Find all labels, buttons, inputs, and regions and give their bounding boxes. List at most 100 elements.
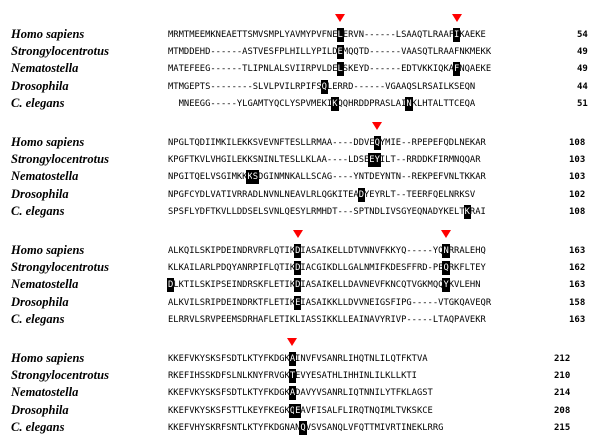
- species-label: Homo sapiens: [11, 27, 85, 41]
- sequence-text: MNEEGG-----YLGAMTYQCLYSPVMEKIKQQHRDDPRAS…: [178, 96, 476, 111]
- species-label: Drosophila: [11, 186, 69, 201]
- highlighted-residue: Y: [373, 153, 381, 168]
- sequence-text: KKEFVKYSKSFSDTLKTYFKDGKADAVYVSANRLIQTNNI…: [168, 386, 433, 401]
- alignment-row: C. elegans MNEEGG-----YLGAMTYQCLYSPVMEKI…: [0, 95, 600, 111]
- residue-count: 102: [569, 189, 586, 200]
- species-label: Drosophila: [11, 402, 69, 417]
- species-label: Nematostella: [11, 385, 79, 400]
- alignment-row: Homo sapiens KKEFVKYSKSFSDTLKTYFKDGKAINVF…: [0, 351, 600, 366]
- alignment-row: Homo sapiens MRMTMEEMKNEAETTSMVSMPLYAVMYP…: [0, 27, 600, 42]
- residue-count: 49: [577, 64, 588, 75]
- highlighted-residue: E: [336, 45, 344, 60]
- highlighted-residue: Q: [373, 136, 381, 150]
- residue-count: 103: [569, 172, 586, 183]
- highlighted-residue: Q: [299, 420, 307, 435]
- species-label: Homo sapiens: [11, 243, 85, 257]
- highlighted-residue: D: [294, 244, 302, 258]
- highlighted-residue: K: [331, 96, 339, 111]
- residue-count: 49: [577, 47, 588, 58]
- highlighted-residue: E: [368, 153, 376, 168]
- highlighted-residue: D: [294, 261, 302, 276]
- alignment-row: Strongylocentrotus MTMDDEHD------ASTVESFP…: [0, 44, 600, 60]
- highlighted-residue: Q: [442, 261, 450, 276]
- highlighted-residue: Q: [288, 403, 297, 418]
- red-triangle-marker-icon: [287, 338, 298, 346]
- species-label: Drosophila: [11, 294, 69, 309]
- species-label: Strongylocentrotus: [11, 44, 109, 59]
- highlighted-residue: K: [246, 170, 254, 185]
- sequence-text: KKEFVKYSKSFSDTLKTYFKDGKAINVFVSANRLIHQTNL…: [168, 352, 428, 366]
- highlighted-residue: E: [294, 403, 302, 418]
- species-label: Strongylocentrotus: [11, 260, 109, 275]
- highlighted-residue: S: [251, 170, 260, 185]
- species-label: Homo sapiens: [11, 351, 85, 365]
- residue-count: 158: [569, 297, 586, 308]
- species-label: C. elegans: [11, 203, 65, 218]
- residue-count: 108: [569, 206, 586, 217]
- highlighted-residue: Y: [442, 278, 450, 293]
- alignment-row: Nematostella MATEFEEG------TLIPNLALSVIIRP…: [0, 61, 600, 77]
- sequence-text: MATEFEEG------TLIPNLALSVIIRPVLDELSKEYD--…: [168, 62, 492, 77]
- highlighted-residue: Q: [320, 79, 328, 94]
- alignment-row: Drosophila KKEFVKYSKSFSTTLKEYFKEGKQEAVFIS…: [0, 402, 600, 418]
- sequence-text: RKEFIHSSKDFSLNLKNYFRVGKTEVYESATHLIHHINLI…: [168, 369, 417, 384]
- highlighted-residue: D: [294, 278, 302, 293]
- residue-count: 103: [569, 155, 586, 166]
- sequence-text: KKEFVHYSKRFSNTLKTYFKDGNANQVSVSANQLVFQTTM…: [168, 420, 444, 435]
- residue-count: 44: [577, 81, 588, 92]
- sequence-text: ALKQILSKIPDEINDRVRFLQTIKDIASAIKELLDTVNNV…: [168, 244, 486, 258]
- highlighted-residue: I: [452, 28, 461, 42]
- species-label: C. elegans: [11, 419, 65, 434]
- sequence-text: MRMTMEEMKNEAETTSMVSMPLYAVMYPVFNELERVN---…: [168, 28, 486, 42]
- alignment-row: Strongylocentrotus RKEFIHSSKDFSLNLKNYFRVG…: [0, 368, 600, 384]
- highlighted-residue: A: [288, 386, 297, 401]
- residue-count: 212: [554, 354, 571, 364]
- highlighted-residue: D: [357, 187, 366, 202]
- residue-count: 162: [569, 263, 586, 274]
- residue-count: 215: [554, 422, 571, 433]
- sequence-text: DLKTILSKIPSEINDRSKFLETIKDIASAIKELLDAVNEV…: [166, 278, 481, 293]
- species-label: C. elegans: [11, 95, 65, 110]
- residue-count: 163: [569, 314, 586, 325]
- alignment-row: C. elegans ELRRVLSRVPEEMSDRHAFLETIKLIASSI…: [0, 311, 600, 326]
- alignment-row: Nematostella DLKTILSKIPSEINDRSKFLETIKDIAS…: [0, 277, 600, 293]
- alignment-row: C. elegans KKEFVHYSKRFSNTLKTYFKDGNANQVSVS…: [0, 419, 600, 435]
- residue-count: 51: [577, 98, 588, 109]
- residue-count: 54: [577, 30, 588, 40]
- alignment-row: Drosophila NPGFCYDLVATIVRRADLNVNLNEAVLRLQ…: [0, 186, 600, 202]
- residue-count: 210: [554, 371, 571, 382]
- highlighted-residue: F: [452, 62, 461, 77]
- red-triangle-marker-icon: [335, 14, 346, 22]
- sequence-text: NPGITQELVSGIMKKKSDGINMNKALLSCAG----YNTDE…: [168, 170, 486, 185]
- sequence-text: MTMGEPTS--------SLVLPVILRPIFSQLERRD-----…: [168, 79, 476, 94]
- species-label: C. elegans: [11, 311, 65, 326]
- species-label: Strongylocentrotus: [11, 368, 109, 383]
- residue-count: 208: [554, 405, 571, 416]
- sequence-text: MTMDDEHD------ASTVESFPLHILLYPILDEMQQTD--…: [168, 45, 492, 60]
- alignment-row: C. elegans SPSFLYDFTKVLLDDSELSVNLQESYLRMH…: [0, 203, 600, 219]
- sequence-text: NPGFCYDLVATIVRRADLNVNLNEAVLRLQGKITEADYEY…: [168, 187, 476, 202]
- highlighted-residue: E: [294, 295, 302, 310]
- sequence-text: KKEFVKYSKSFSTTLKEYFKEGKQEAVFISALFLIRQTNQ…: [168, 403, 433, 418]
- species-label: Nematostella: [11, 61, 79, 76]
- species-label: Nematostella: [11, 277, 79, 292]
- highlighted-residue: A: [288, 352, 297, 366]
- species-label: Strongylocentrotus: [11, 152, 109, 167]
- highlighted-residue: L: [336, 62, 344, 77]
- highlighted-residue: N: [442, 244, 450, 258]
- highlighted-residue: D: [166, 278, 175, 293]
- residue-count: 108: [569, 138, 586, 148]
- sequence-text: ELRRVLSRVPEEMSDRHAFLETIKLIASSIKKLLEAINAV…: [168, 314, 486, 325]
- highlighted-residue: N: [405, 96, 413, 111]
- sequence-text: KLKAILARLPDQYANRPIFLQTIKDIACGIKDLLGALNMI…: [168, 261, 486, 276]
- highlighted-residue: T: [288, 369, 297, 384]
- sequence-text: SPSFLYDFTKVLLDDSELSVNLQESYLRMHDT---SPTND…: [168, 204, 486, 219]
- species-label: Homo sapiens: [11, 135, 85, 149]
